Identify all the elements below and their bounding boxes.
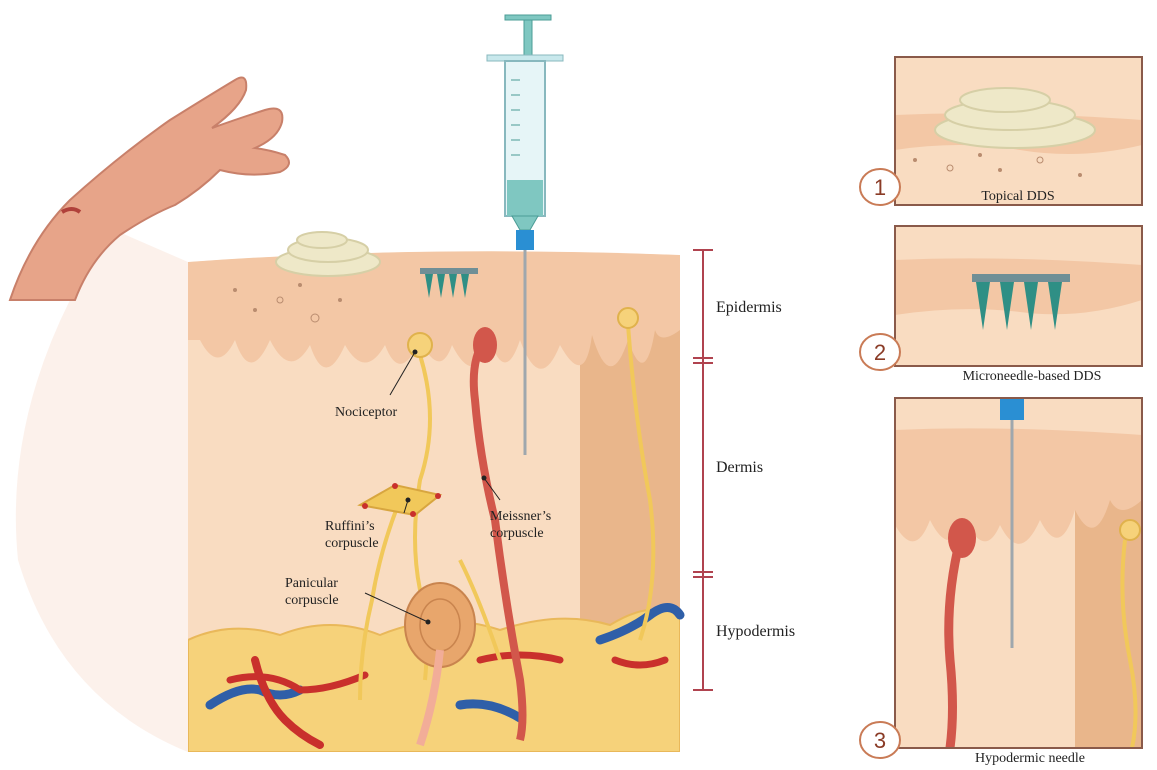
label-ruffini-line1: Ruffini’s bbox=[325, 519, 375, 534]
label-epidermis: Epidermis bbox=[716, 299, 782, 316]
panicular-dot bbox=[426, 620, 431, 625]
layer-brackets bbox=[693, 250, 713, 690]
label-nociceptor: Nociceptor bbox=[335, 405, 398, 420]
label-hypodermis: Hypodermis bbox=[716, 623, 795, 640]
panel-topical bbox=[895, 57, 1142, 205]
badge-3: 3 bbox=[860, 722, 900, 758]
label-meissner-line2: corpuscle bbox=[490, 526, 544, 541]
meissner-dot bbox=[482, 476, 487, 481]
nociceptor-dot bbox=[413, 350, 418, 355]
badge-2: 2 bbox=[860, 334, 900, 370]
panel-hypodermic bbox=[895, 398, 1142, 750]
panel-microneedle bbox=[895, 226, 1142, 366]
topical-cream bbox=[276, 232, 380, 276]
ruffini-dot bbox=[406, 498, 411, 503]
label-ruffini-line2: corpuscle bbox=[325, 536, 379, 551]
label-meissner-line1: Meissner’s bbox=[490, 509, 551, 524]
svg-text:1: 1 bbox=[874, 175, 886, 200]
caption-hypodermic: Hypodermic needle bbox=[975, 751, 1085, 765]
label-panicular-line1: Panicular bbox=[285, 576, 338, 591]
label-dermis: Dermis bbox=[716, 459, 763, 476]
caption-topical: Topical DDS bbox=[981, 189, 1054, 204]
svg-text:2: 2 bbox=[874, 340, 886, 365]
label-panicular-line2: corpuscle bbox=[285, 593, 339, 608]
svg-text:3: 3 bbox=[874, 728, 886, 753]
caption-microneedle: Microneedle-based DDS bbox=[963, 369, 1102, 384]
badge-1: 1 bbox=[860, 169, 900, 205]
